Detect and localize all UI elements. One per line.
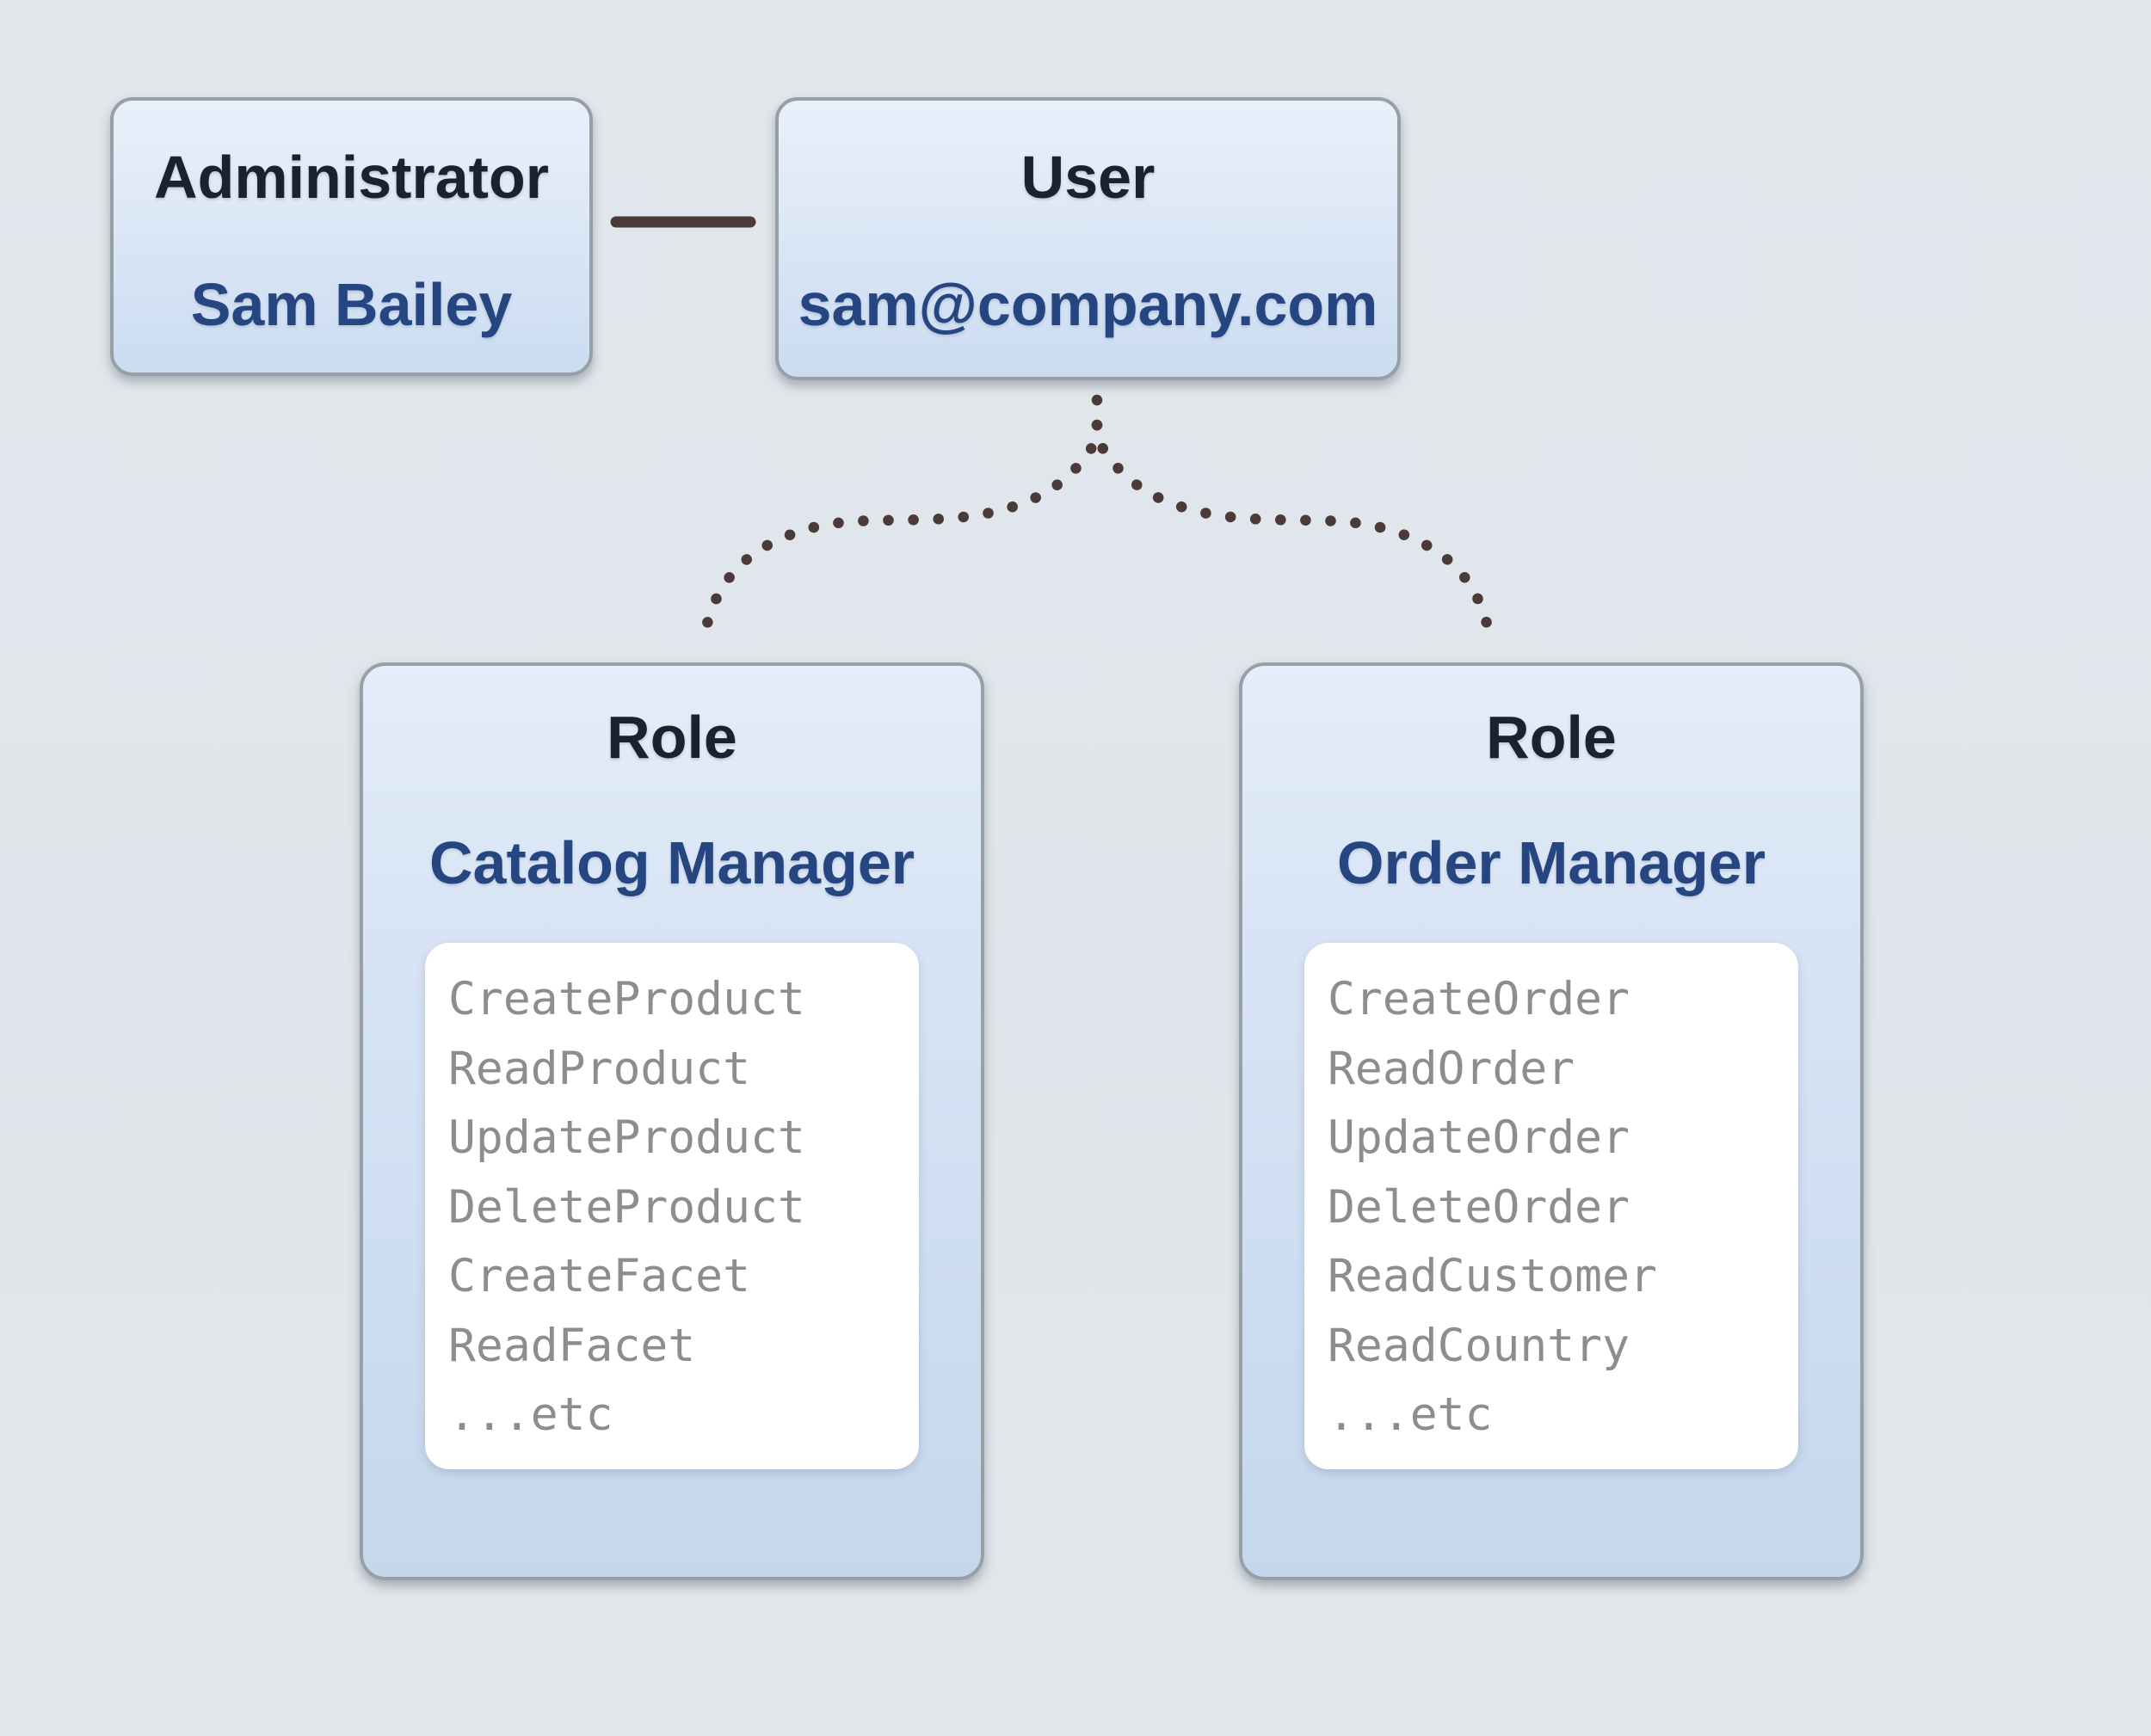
permission-item: CreateOrder — [1328, 973, 1630, 1025]
permission-item: ReadCustomer — [1328, 1250, 1657, 1302]
user-card-title: User — [1020, 144, 1156, 211]
user-role-left-dotted-connector — [699, 394, 1103, 641]
permission-item: ReadOrder — [1328, 1042, 1575, 1095]
administrator-card-title: Administrator — [154, 144, 549, 211]
role-card-title: Role — [607, 704, 737, 771]
role-name-order-manager: Order Manager — [1337, 829, 1766, 896]
permission-item: CreateProduct — [448, 973, 805, 1025]
permission-item: ...etc — [1328, 1388, 1493, 1441]
permission-item: DeleteOrder — [1328, 1180, 1630, 1234]
permission-item: CreateFacet — [448, 1250, 750, 1302]
role-card-title: Role — [1486, 704, 1617, 771]
permission-item: UpdateOrder — [1328, 1111, 1630, 1164]
permission-item: ...etc — [448, 1388, 613, 1441]
permission-item: ReadProduct — [448, 1042, 750, 1095]
user-email: sam@company.com — [798, 271, 1378, 338]
administrator-card: Administrator Sam Bailey — [110, 97, 593, 376]
permission-item: ReadCountry — [1328, 1319, 1630, 1372]
permission-item: ReadFacet — [448, 1319, 696, 1372]
permission-item: DeleteProduct — [448, 1180, 805, 1234]
permission-item: UpdateProduct — [448, 1111, 805, 1164]
user-card: User sam@company.com — [775, 97, 1401, 380]
user-role-right-dotted-connector — [1091, 419, 1495, 641]
administrator-name: Sam Bailey — [190, 271, 513, 338]
role-name-catalog-manager: Catalog Manager — [429, 829, 915, 896]
